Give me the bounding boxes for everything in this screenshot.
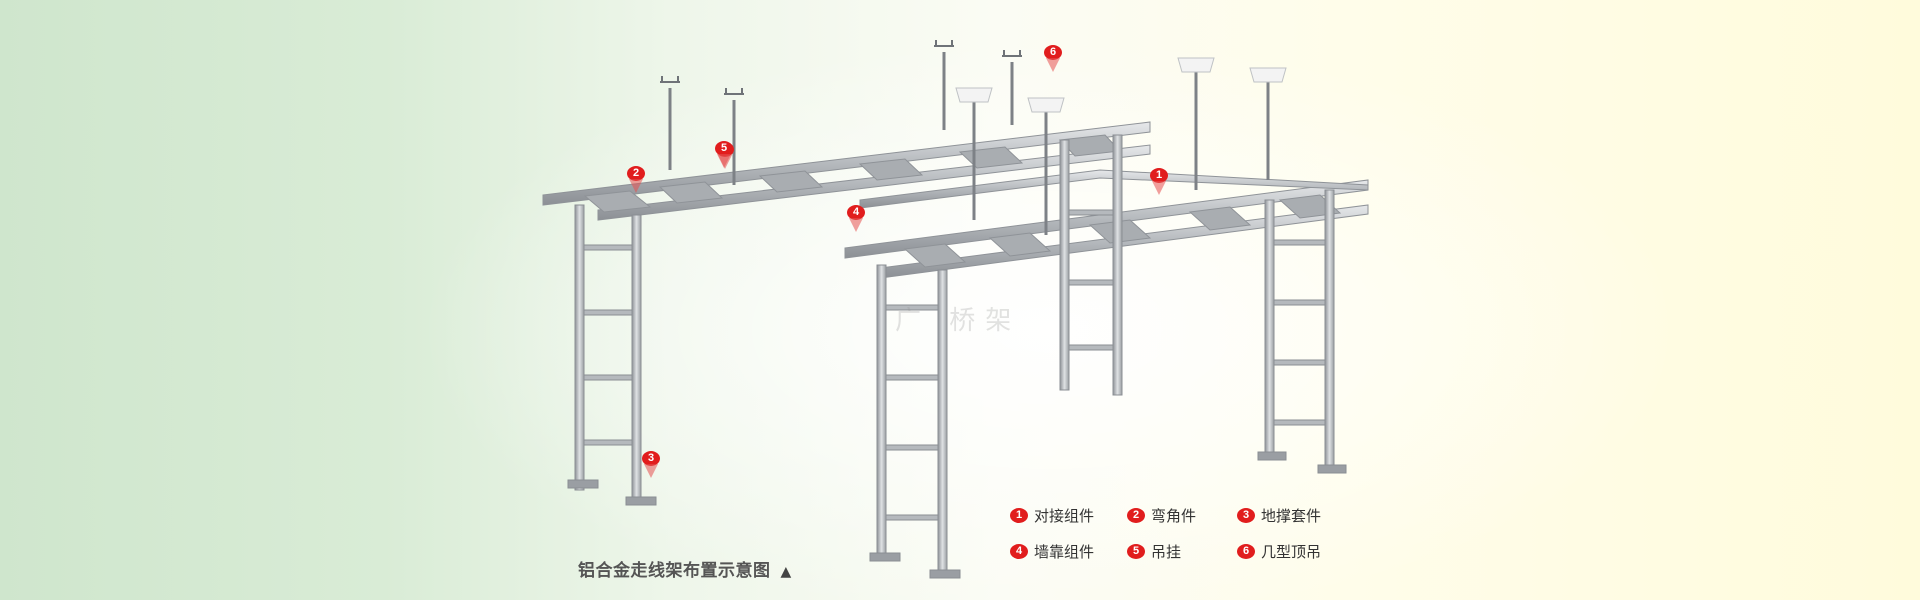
right-ladder	[1257, 189, 1347, 474]
legend-label: 地撑套件	[1261, 507, 1322, 525]
callout-number: 2	[627, 166, 645, 181]
callout-pointer	[717, 154, 731, 168]
legend-item-4: 4 墙靠组件	[1010, 541, 1094, 562]
callout-marker-1-right: 1	[1150, 168, 1172, 198]
callout-pointer	[629, 179, 643, 193]
legend-badge: 3	[1237, 508, 1255, 523]
legend-item-1: 1 对接组件	[1010, 505, 1094, 526]
watermark: 广 桥架	[895, 306, 1022, 336]
callout-pointer	[644, 464, 658, 478]
front-ladder	[869, 264, 961, 579]
callout-marker-6: 6	[1044, 45, 1066, 75]
callout-number: 5	[715, 141, 733, 156]
legend-badge: 1	[1010, 508, 1028, 523]
legend-item-3: 3 地撑套件	[1237, 505, 1321, 526]
right-tray	[844, 169, 1369, 279]
ceiling-clamps	[660, 40, 1022, 95]
disc-mounts	[955, 57, 1287, 113]
triangle-up-icon: ▲	[780, 564, 792, 580]
legend-label: 对接组件	[1034, 507, 1095, 525]
legend-label: 弯角件	[1151, 507, 1197, 525]
left-tray	[542, 121, 1151, 221]
legend-item-5: 5 吊挂	[1127, 541, 1181, 562]
callout-number: 6	[1044, 45, 1062, 60]
legend-item-2: 2 弯角件	[1127, 505, 1196, 526]
legend-label: 吊挂	[1151, 543, 1182, 561]
callout-marker-3: 3	[642, 451, 664, 481]
caption-text: 铝合金走线架布置示意图	[578, 561, 771, 581]
callout-pointer	[1152, 181, 1166, 195]
callout-pointer	[849, 218, 863, 232]
callout-number: 3	[642, 451, 660, 466]
callout-marker-4: 4	[847, 205, 869, 235]
callout-marker-2: 2	[627, 166, 649, 196]
hanger-rods	[668, 52, 1270, 235]
legend-label: 墙靠组件	[1034, 543, 1095, 561]
legend-item-6: 6 几型顶吊	[1237, 541, 1321, 562]
legend-badge: 5	[1127, 544, 1145, 559]
callout-pointer	[1046, 58, 1060, 72]
legend-badge: 6	[1237, 544, 1255, 559]
middle-ladder	[1059, 134, 1123, 396]
diagram-caption: 铝合金走线架布置示意图 ▲	[578, 556, 792, 581]
legend-label: 几型顶吊	[1261, 543, 1322, 561]
callout-number: 4	[847, 205, 865, 220]
callout-marker-5: 5	[715, 141, 737, 171]
callout-number: 1	[1150, 168, 1168, 183]
legend-badge: 4	[1010, 544, 1028, 559]
legend-badge: 2	[1127, 508, 1145, 523]
left-ladder	[567, 204, 657, 506]
